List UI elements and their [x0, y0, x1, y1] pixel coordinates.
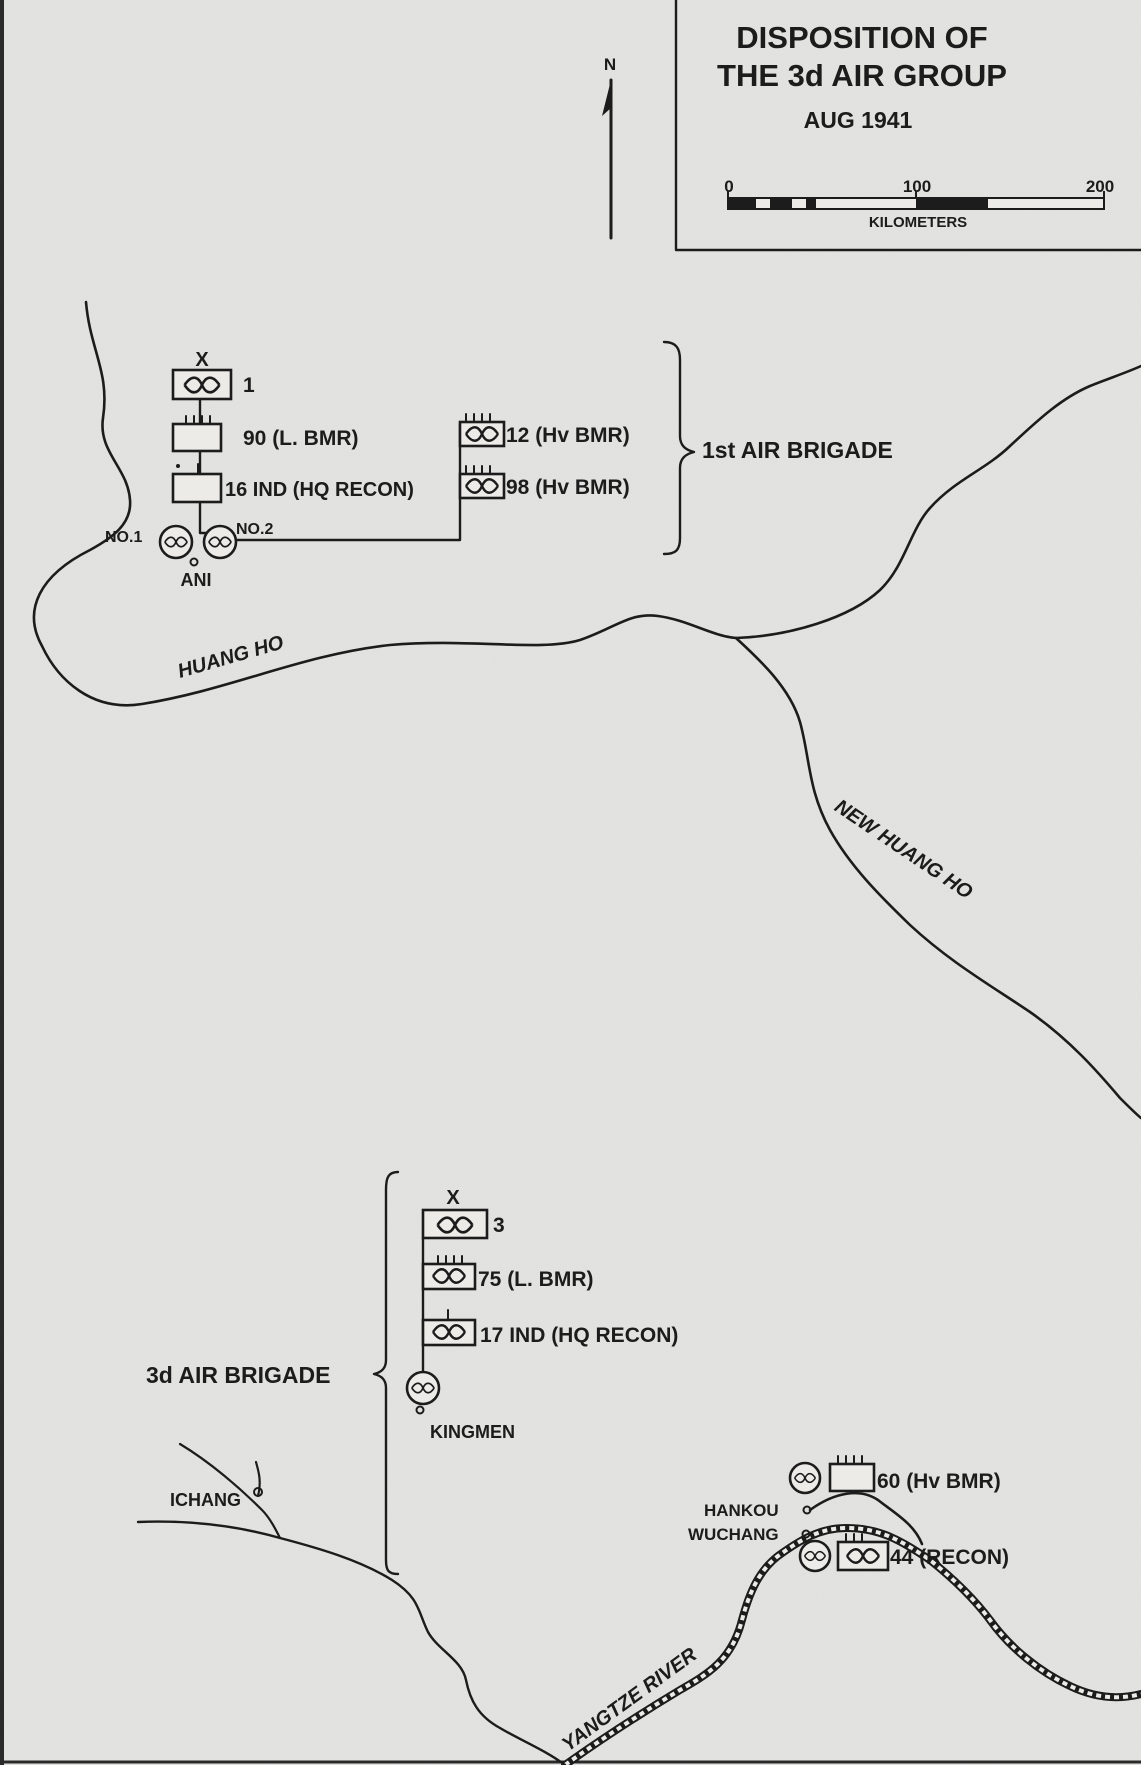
brigade3-name: 3d AIR BRIGADE — [146, 1362, 330, 1388]
scale-tick-200: 200 — [1086, 177, 1114, 196]
brigade3-hq-label: 3 — [493, 1214, 505, 1237]
north-label: N — [604, 55, 616, 74]
unit-60-box — [828, 1462, 876, 1493]
ichang-tributary — [178, 1442, 282, 1540]
third-air-brigade: X 3 75 (L. BMR) 17 IND (HQ RECON) KINGME… — [146, 1170, 678, 1576]
scale-tick-100: 100 — [903, 177, 931, 196]
han-river — [808, 1491, 924, 1546]
yangtze-river-inner — [563, 1525, 1141, 1765]
unit-16-label: 16 IND (HQ RECON) — [225, 479, 414, 501]
scale-unit: KILOMETERS — [869, 214, 967, 231]
ichang-label: ICHANG — [170, 1490, 241, 1510]
title-line-2: THE 3d AIR GROUP — [717, 58, 1007, 93]
unit-60-label: 60 (Hv BMR) — [877, 1470, 1001, 1493]
title-line-1: DISPOSITION OF — [736, 20, 987, 55]
huang-ho-upper-river — [734, 364, 1141, 640]
huang-ho-river — [32, 300, 738, 707]
hankou-label: HANKOU — [704, 1501, 779, 1520]
hankou-units: 60 (Hv BMR) HANKOU WUCHANG 44 (RECON) — [688, 1455, 1009, 1573]
ichang-river — [136, 1520, 567, 1765]
unit-17-label: 17 IND (HQ RECON) — [480, 1324, 678, 1347]
ichang-marker — [253, 1487, 263, 1497]
kingmen-label: KINGMEN — [430, 1422, 515, 1442]
wuchang-label: WUCHANG — [688, 1525, 779, 1544]
unit-16-box — [171, 472, 223, 504]
brigade3-brace — [372, 1170, 400, 1576]
brigade1-name: 1st AIR BRIGADE — [702, 437, 893, 463]
new-huang-ho-river — [734, 636, 1141, 1120]
title-box: DISPOSITION OF THE 3d AIR GROUP AUG 1941 — [674, 0, 1141, 252]
unit-75-box — [421, 1262, 477, 1291]
brigade1-brace — [662, 340, 696, 556]
unit-90-label: 90 (L. BMR) — [243, 427, 359, 450]
first-air-brigade: X 1 90 (L. BMR) 16 IND (HQ RECON) 12 (Hv… — [105, 340, 893, 590]
brigade1-x-mark: X — [195, 349, 209, 371]
unit-12-label: 12 (Hv BMR) — [506, 424, 630, 447]
ani-label: ANI — [181, 570, 212, 590]
scale-tick-0: 0 — [724, 177, 733, 196]
north-arrow: N — [602, 55, 616, 240]
brigade1-hq-label: 1 — [243, 374, 255, 397]
unit-90-box — [171, 422, 223, 453]
unit-98-label: 98 (Hv BMR) — [506, 476, 630, 499]
brigade3-x-mark: X — [446, 1187, 460, 1209]
airfield-no1-label: NO.1 — [105, 529, 142, 546]
unit-44-label: 44 (RECON) — [890, 1546, 1009, 1569]
title-date: AUG 1941 — [804, 107, 913, 133]
ichang-tributary-2 — [254, 1460, 261, 1498]
airfield-no2-label: NO.2 — [236, 521, 273, 538]
scale-bar: 0 100 200 KILOMETERS — [724, 177, 1114, 231]
unit-75-label: 75 (L. BMR) — [478, 1268, 594, 1291]
